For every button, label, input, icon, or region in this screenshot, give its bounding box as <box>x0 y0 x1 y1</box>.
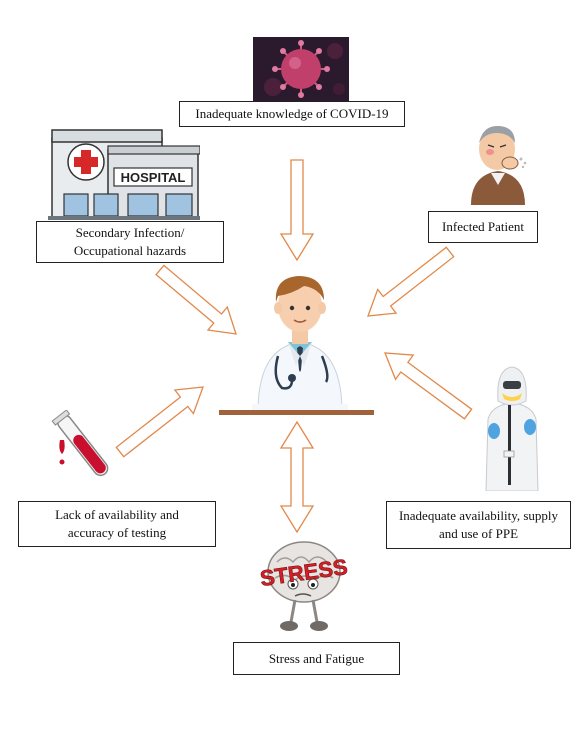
factor-label-line1: Lack of availability and <box>55 507 179 522</box>
desk-bar <box>219 410 374 415</box>
arrow-from-upper-right <box>367 246 455 317</box>
arrow-from-upper-left <box>155 264 237 335</box>
factor-label-line2: Occupational hazards <box>73 243 187 258</box>
arrow-double-bottom <box>279 420 315 534</box>
hospital-icon: HOSPITAL <box>48 129 200 220</box>
factor-label: Infected Patient <box>442 219 524 234</box>
ppe-worker-icon <box>485 366 539 491</box>
factor-box-testing: Lack of availability and accuracy of tes… <box>18 501 216 547</box>
factor-label-line2: and use of PPE <box>438 526 519 541</box>
factor-box-stress: Stress and Fatigue <box>233 642 400 675</box>
arrow-from-lower-left <box>115 386 204 458</box>
factor-box-knowledge: Inadequate knowledge of COVID-19 <box>179 101 405 127</box>
factor-label-line1: Secondary Infection/ <box>75 225 185 240</box>
factor-box-ppe: Inadequate availability, supply and use … <box>386 501 571 549</box>
sick-patient-icon <box>471 125 527 205</box>
arrow-from-lower-right <box>384 352 473 420</box>
arrow-from-top <box>279 159 315 262</box>
factor-label-line1: Inadequate availability, supply <box>398 508 559 523</box>
doctor-icon <box>252 276 348 412</box>
factor-box-infected-patient: Infected Patient <box>428 211 538 243</box>
factor-box-secondary-infection: Secondary Infection/ Occupational hazard… <box>36 221 224 263</box>
hospital-sign-text: HOSPITAL <box>121 170 186 185</box>
factor-label: Stress and Fatigue <box>268 650 365 666</box>
factor-label-line2: accuracy of testing <box>67 525 167 540</box>
virus-icon <box>253 37 349 101</box>
factor-label: Inadequate knowledge of COVID-19 <box>195 106 389 121</box>
test-tube-icon <box>51 410 109 477</box>
stressed-brain-icon: STRESS <box>258 541 349 631</box>
